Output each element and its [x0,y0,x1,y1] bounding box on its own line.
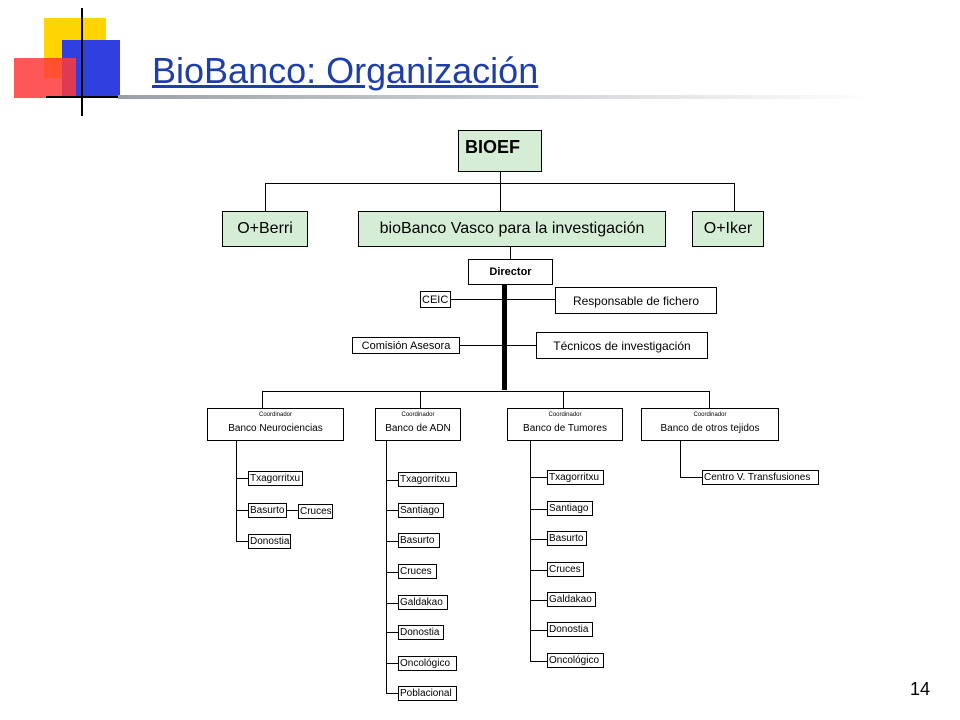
site-adn-poblacional: Poblacional [398,686,457,701]
decoration-squares [14,8,140,116]
site-otros-centro-transfusiones: Centro V. Transfusiones [702,470,819,485]
site-neuro-cruces: Cruces [298,504,333,519]
bank-adn-name: Banco de ADN [385,423,451,434]
node-director-label: Director [489,266,532,278]
node-tecnicos-investigacion: Técnicos de investigación [536,332,708,359]
node-oiker: O+Iker [692,211,764,247]
bank-otros-tejidos-name: Banco de otros tejidos [660,423,760,434]
site-tumores-donostia: Donostia [547,622,593,637]
node-oberri: O+Berri [222,211,308,247]
node-bioef: BIOEF [458,130,542,172]
site-adn-basurto: Basurto [398,533,440,548]
node-responsable-fichero: Responsable de fichero [555,287,717,314]
site-neuro-txagorritxu: Txagorritxu [248,471,303,486]
site-tumores-basurto: Basurto [547,531,587,546]
slide-logo-decoration [0,0,140,120]
bank-tumores-name: Banco de Tumores [523,423,607,434]
site-tumores-santiago: Santiago [547,501,593,516]
bank-adn: Coordinador Banco de ADN [375,408,461,441]
site-adn-donostia: Donostia [398,625,444,640]
bank-neurociencias-name: Banco Neurociencias [228,423,323,434]
node-biobanco-vasco: bioBanco Vasco para la investigación [358,211,666,247]
site-neuro-basurto: Basurto [248,503,287,518]
site-adn-galdakao: Galdakao [398,595,448,610]
node-biobanco-vasco-label: bioBanco Vasco para la investigación [379,220,645,237]
site-tumores-oncologico: Oncológico [547,653,604,668]
node-ceic: CEIC [420,291,451,308]
bank-neurociencias: Coordinador Banco Neurociencias [207,408,344,441]
node-tecnicos-investigacion-label: Técnicos de investigación [553,338,691,353]
node-oberri-label: O+Berri [237,220,293,237]
bank-neurociencias-coordinator: Coordinador [258,412,293,418]
site-tumores-txagorritxu: Txagorritxu [547,470,604,485]
site-adn-santiago: Santiago [398,503,444,518]
node-comision-asesora: Comisión Asesora [352,337,460,354]
site-tumores-galdakao: Galdakao [547,592,596,607]
site-adn-txagorritxu: Txagorritxu [398,472,457,487]
bank-tumores-coordinator: Coordinador [548,412,582,418]
site-neuro-donostia: Donostia [248,534,291,549]
node-director: Director [468,259,553,285]
bank-otros-tejidos-coordinator: Coordinador [693,412,727,418]
site-tumores-cruces: Cruces [547,562,584,577]
node-ceic-label: CEIC [422,293,449,306]
node-comision-asesora-label: Comisión Asesora [361,339,451,352]
title-rule-gradient [118,95,878,99]
site-adn-oncologico: Oncológico [398,656,457,671]
bank-tumores: Coordinador Banco de Tumores [507,408,623,441]
node-responsable-fichero-label: Responsable de fichero [572,293,700,308]
site-adn-cruces: Cruces [398,564,437,579]
node-bioef-label: BIOEF [465,137,521,157]
slide-title: BioBanco: Organización [152,50,539,91]
node-oiker-label: O+Iker [703,220,753,237]
slide-page-number: 14 [910,679,931,699]
bank-otros-tejidos: Coordinador Banco de otros tejidos [641,408,779,441]
bank-adn-coordinator: Coordinador [401,412,435,418]
